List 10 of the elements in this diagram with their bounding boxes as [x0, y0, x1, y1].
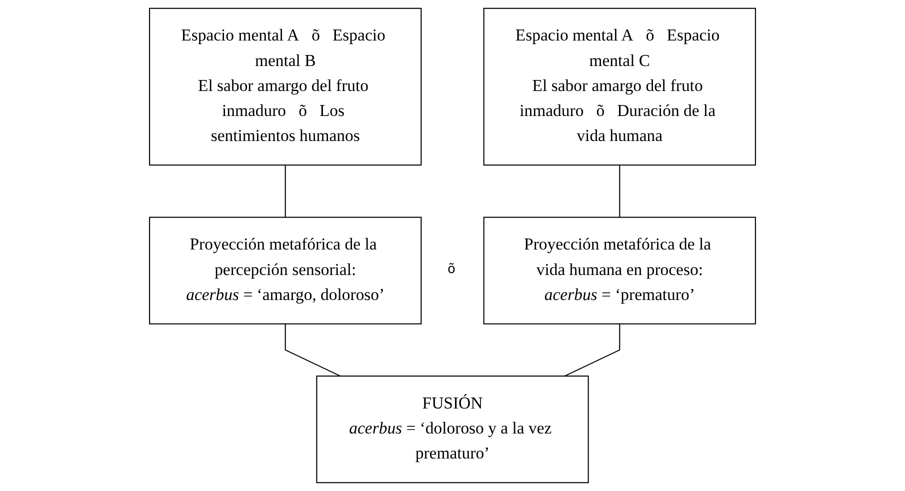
connector [284, 165, 286, 218]
connector [284, 324, 341, 377]
connector [564, 324, 620, 377]
connector [619, 165, 620, 218]
node-box: Espacio mental A õ Espacio mental C El sabor amargo del fruto inmaduro õ Duración de la vida humana [483, 8, 756, 166]
symbol-label: õ [448, 262, 456, 277]
node-box: Proyección metafórica de la percepción sensorial: acerbus = ‘amargo, doloroso’ [149, 216, 422, 324]
node-box: Proyección metafórica de la vida humana en proceso: acerbus = ‘prematuro’ [483, 216, 756, 324]
node-box: Espacio mental A õ Espacio mental B El sabor amargo del fruto inmaduro õ Los sentimientos humanos [149, 8, 422, 166]
node-box: FUSIÓN acerbus = ‘doloroso y a la vez prematuro’ [316, 376, 589, 484]
